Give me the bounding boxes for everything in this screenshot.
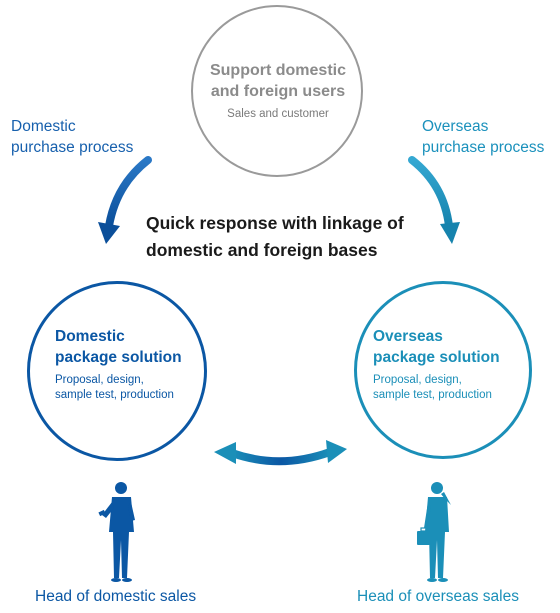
domestic-purchase-label: Domestic purchase process	[11, 118, 134, 156]
domestic-businessman-icon	[98, 482, 135, 582]
overseas-purchase-label: Overseas purchase process	[422, 118, 545, 156]
overseas-businessman-icon	[417, 482, 451, 582]
overseas-purchase-arrow	[408, 156, 460, 244]
head-overseas-sales-label: Head of overseas sales	[357, 588, 519, 605]
overseas-package-node	[354, 281, 532, 459]
support-users-subtitle: Sales and customer	[227, 108, 329, 120]
domestic-package-description: Proposal, design, sample test, productio…	[55, 374, 174, 401]
head-domestic-sales-label: Head of domestic sales	[35, 588, 197, 605]
domestic-package-title: Domestic package solution	[55, 328, 182, 366]
support-users-node	[191, 5, 363, 177]
bidirectional-arrow	[214, 440, 347, 466]
overseas-package-title: Overseas package solution	[373, 328, 500, 366]
domestic-package-node	[27, 281, 207, 461]
center-statement: Quick response with linkage of domestic …	[146, 213, 404, 260]
domestic-purchase-arrow	[98, 156, 152, 244]
overseas-package-description: Proposal, design, sample test, productio…	[373, 374, 492, 401]
support-users-title: Support domestic and foreign users	[209, 62, 346, 100]
